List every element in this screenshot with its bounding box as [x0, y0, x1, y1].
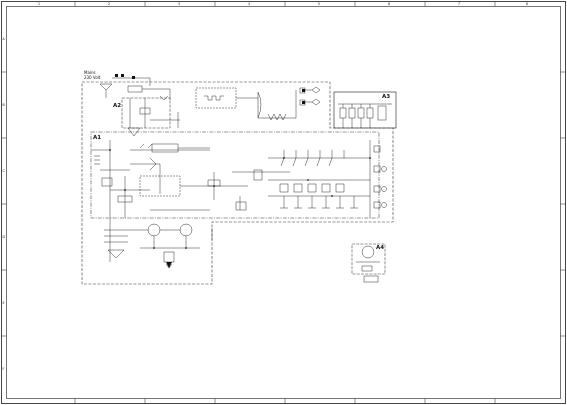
main-assembly-outline [81, 81, 394, 285]
row-mark-b: B [3, 103, 5, 107]
module-a4-outline [351, 243, 386, 275]
col-mark-4: 4 [248, 2, 250, 6]
module-a2-label: A2 [113, 103, 121, 109]
row-mark-e: E [3, 301, 5, 305]
module-a4-label: A4 [376, 245, 384, 251]
circuit-wiring [91, 77, 392, 283]
col-mark-8: 8 [526, 2, 528, 6]
svg-text:Mains: Mains [84, 70, 96, 75]
row-mark-d: D [3, 235, 6, 239]
row-mark-c: C [3, 169, 6, 173]
col-mark-1: 1 [38, 2, 40, 6]
col-mark-5: 5 [318, 2, 320, 6]
col-mark-7: 7 [458, 2, 460, 6]
col-mark-2: 2 [108, 2, 110, 6]
module-a3-label: A3 [382, 94, 390, 100]
row-mark-f: F [3, 367, 5, 371]
col-mark-3: 3 [178, 2, 180, 6]
row-mark-a: A [3, 37, 6, 41]
module-a2-outline [121, 97, 171, 129]
svg-text:230 Volt: 230 Volt [84, 75, 101, 80]
col-mark-6: 6 [388, 2, 390, 6]
terminal-markers [109, 74, 371, 268]
module-a3-outline [333, 91, 397, 129]
module-a1-outline [90, 131, 380, 219]
mains-supply-label: Mains 230 Volt [84, 70, 101, 80]
module-a1-label: A1 [93, 135, 101, 141]
